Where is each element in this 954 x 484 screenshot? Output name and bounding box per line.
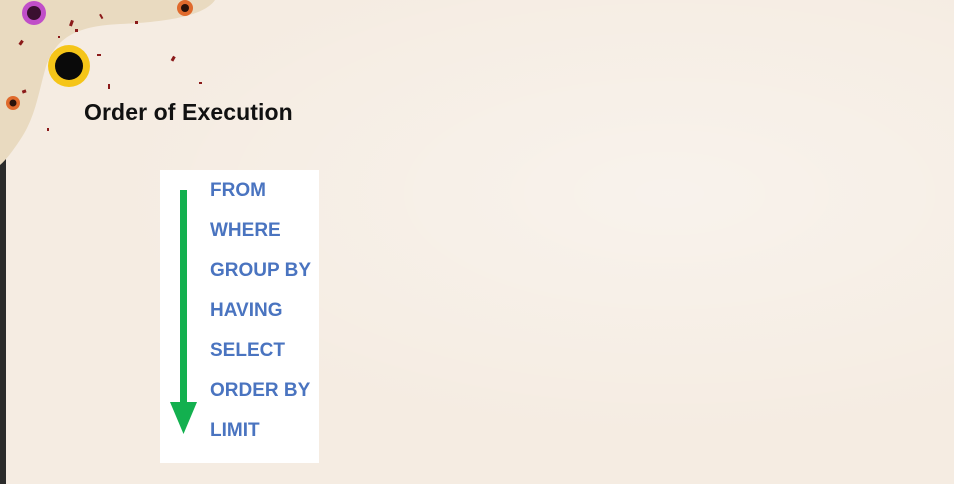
execution-order-card: FROM WHERE GROUP BY HAVING SELECT ORDER … (160, 170, 319, 463)
step-limit: LIMIT (210, 420, 260, 441)
step-order-by: ORDER BY (210, 380, 311, 401)
slide-title: Order of Execution (84, 99, 293, 125)
down-arrow-icon (170, 190, 197, 434)
corner-decoration (0, 0, 215, 165)
speckles (18, 13, 202, 131)
step-from: FROM (210, 180, 266, 201)
left-edge-strip (0, 0, 6, 484)
step-select: SELECT (210, 340, 285, 361)
step-having: HAVING (210, 300, 283, 321)
step-where: WHERE (210, 220, 281, 241)
step-group-by: GROUP BY (210, 260, 312, 281)
